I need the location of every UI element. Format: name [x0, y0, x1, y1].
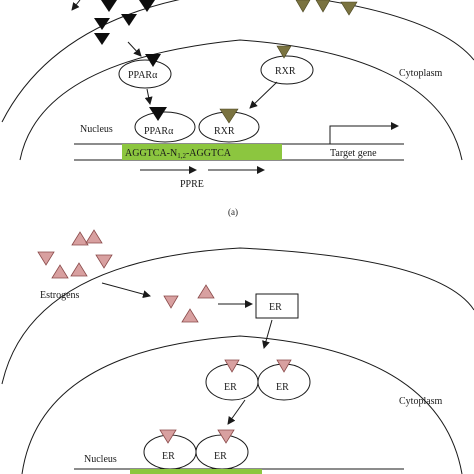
pink-triangle-icon — [224, 359, 240, 373]
cytoplasm-label-a: Cytoplasm — [399, 68, 443, 79]
olive-triangle-icon — [340, 1, 358, 16]
pink-triangle-icon — [197, 284, 215, 299]
arrow-rxr-to-nucleus — [249, 81, 278, 109]
pink-triangle-icon — [37, 251, 55, 266]
black-triangle-icon — [121, 14, 137, 26]
pink-triangle-icon — [95, 254, 113, 269]
nucleus-label-a: Nucleus — [80, 124, 113, 135]
nuclear-membrane-b — [21, 335, 463, 474]
pink-triangle-icon — [163, 295, 179, 309]
panel-b: Estrogens ER ER ER — [1, 229, 474, 474]
pink-triangle-icon — [85, 229, 103, 244]
pink-triangle-icon — [70, 262, 88, 277]
arrow-ligand-to-ppar — [127, 41, 142, 57]
er-dimer-left-label: ER — [224, 382, 237, 393]
ppre-label: PPRE — [180, 179, 204, 190]
olive-triangle-icon — [219, 108, 239, 124]
nuclear-membrane-a — [19, 39, 463, 161]
pink-triangle-icon — [217, 429, 235, 444]
er-dimer: ER ER — [205, 359, 311, 401]
er-receptor-box: ER — [255, 293, 299, 319]
target-gene-label: Target gene — [330, 148, 377, 159]
ppar-label: PPARα — [128, 70, 158, 81]
pink-triangle-icon — [51, 264, 69, 279]
olive-triangle-icon — [295, 0, 311, 13]
panel-a-caption: (a) — [228, 207, 238, 217]
ppar-bound-label: PPARα — [144, 126, 174, 137]
er-bound-dimer: ER ER — [143, 429, 249, 470]
pink-triangle-icon — [71, 231, 89, 246]
black-triangle-icon — [145, 54, 161, 67]
nucleus-label-b: Nucleus — [84, 454, 117, 465]
transcription-arrow — [329, 122, 399, 144]
estrogen-cluster — [37, 229, 113, 279]
dna-response-element — [122, 144, 282, 160]
black-triangle-icon — [94, 18, 110, 30]
dna-response-element-b — [130, 469, 262, 474]
ppar-rxr-heterodimer: PPARα RXR — [134, 107, 260, 143]
arrow-dimer-to-dna — [227, 399, 246, 425]
arrow-ppar-to-nucleus — [144, 88, 153, 105]
rxr-receptor: RXR — [260, 45, 314, 85]
cytoplasm-label-b: Cytoplasm — [399, 396, 443, 407]
cell-membrane-a — [1, 0, 474, 123]
rxr-label: RXR — [275, 66, 296, 77]
pink-triangle-icon — [276, 359, 292, 373]
er-bound-right-label: ER — [214, 451, 227, 462]
black-triangle-icon — [101, 0, 117, 12]
panel-a: PPARα RXR Cytoplasm PPARα RXR Nucleus — [1, 0, 474, 217]
rxr-bound-label: RXR — [214, 126, 235, 137]
er-dimer-right-label: ER — [276, 382, 289, 393]
ppar-receptor: PPARα — [118, 54, 172, 89]
black-triangle-icon — [149, 107, 167, 121]
dna-sequence: AGGTCA-N1,2-AGGTCA — [125, 148, 232, 160]
arrow-er-to-dimer — [262, 319, 273, 349]
cell-membrane-b — [1, 247, 474, 385]
ppar-ligand-cluster — [94, 0, 155, 45]
black-triangle-icon — [94, 33, 110, 45]
pink-triangle-icon — [159, 429, 177, 444]
pink-triangle-icon — [181, 308, 199, 323]
er-bound-left-label: ER — [162, 451, 175, 462]
estrogens-label: Estrogens — [40, 290, 80, 301]
cytoplasm-estrogens — [163, 284, 215, 323]
arrow-a-entry — [71, 0, 81, 11]
olive-triangle-icon — [315, 0, 331, 13]
rxr-ligand-cluster — [295, 0, 358, 16]
olive-triangle-icon — [276, 45, 292, 59]
er-label: ER — [269, 302, 282, 313]
arrow-estrogen-entry — [101, 282, 151, 299]
black-triangle-icon — [139, 0, 155, 12]
